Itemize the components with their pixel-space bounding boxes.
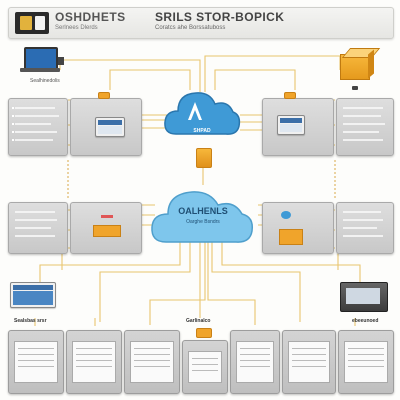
- right-panel-top: [336, 98, 394, 156]
- monitor-icon: [277, 115, 305, 135]
- bottom-label-right: ebeeunoed: [352, 318, 379, 324]
- database-icon: [196, 148, 212, 168]
- document-card[interactable]: [282, 330, 336, 394]
- monitor-icon[interactable]: [10, 282, 58, 312]
- key-icon: [196, 328, 212, 338]
- header-title-right: SRILS STOR-BOPICK: [155, 10, 285, 24]
- right-panel-middle: [336, 202, 394, 254]
- header-subtitle-left: Serlnees Dlerds: [55, 25, 98, 31]
- bottom-label-center: Garlinalco: [186, 318, 211, 324]
- header-subtitle-right: Coratcs ahe Borssatuboss: [155, 25, 226, 31]
- app-logo-icon: [15, 12, 49, 34]
- cloud-middle-label: OALHENLS: [178, 206, 228, 216]
- right-inner-panel-middle: [262, 202, 334, 254]
- header-bar: OSHDHETS Serlnees Dlerds SRILS STOR-BOPI…: [8, 7, 394, 39]
- cloud-top-label: SHPAD: [193, 128, 211, 134]
- left-panel-middle: [8, 202, 68, 254]
- document-card[interactable]: [338, 330, 394, 394]
- key-icon: [352, 86, 358, 90]
- document-card[interactable]: [8, 330, 64, 394]
- left-panel-top: [8, 98, 68, 156]
- left-inner-panel-top: [70, 98, 142, 156]
- document-card[interactable]: [230, 330, 280, 394]
- server-rack-icon[interactable]: [340, 282, 390, 312]
- right-inner-panel-top: [262, 98, 334, 156]
- key-icon: [98, 92, 110, 99]
- package-box-icon[interactable]: [338, 46, 381, 80]
- device-label-top-left: Sealhinedolis: [30, 78, 60, 84]
- key-icon: [284, 92, 296, 99]
- document-card[interactable]: [124, 330, 180, 394]
- cloud-middle-sublabel: Oarghe Bsndrs: [186, 219, 220, 225]
- document-card[interactable]: [182, 340, 228, 394]
- left-inner-panel-middle: [70, 202, 142, 254]
- laptop-icon[interactable]: [20, 47, 64, 73]
- bottom-label-left: Sealsbas srsr: [14, 318, 47, 324]
- document-card[interactable]: [66, 330, 122, 394]
- monitor-icon: [95, 117, 125, 137]
- header-title-left: OSHDHETS: [55, 10, 126, 24]
- cloud-icon[interactable]: [148, 182, 258, 252]
- cloud-icon[interactable]: [162, 84, 242, 144]
